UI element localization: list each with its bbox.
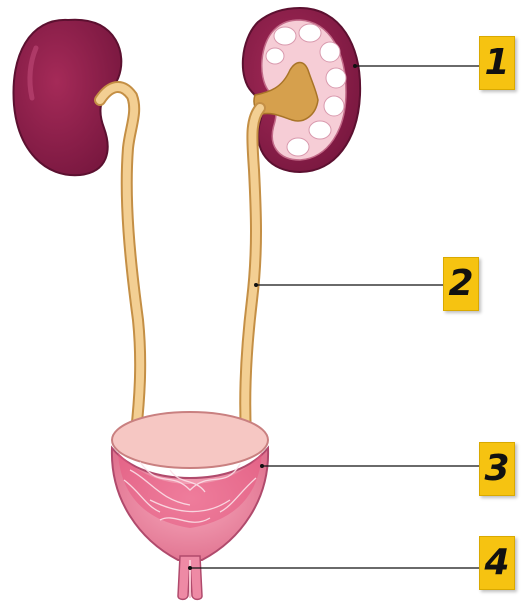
leader-dot-2 <box>254 283 258 287</box>
right-ureter <box>245 108 260 434</box>
label-3: 3 <box>479 442 515 496</box>
label-2: 2 <box>443 257 479 311</box>
urinary-bladder <box>112 412 268 560</box>
label-4-text: 4 <box>484 545 509 581</box>
label-2-text: 2 <box>448 266 473 302</box>
urethra <box>178 556 202 599</box>
label-1: 1 <box>479 36 515 90</box>
label-1-text: 1 <box>484 45 509 81</box>
leader-dot-1 <box>353 64 357 68</box>
leader-dot-4 <box>188 566 192 570</box>
label-4: 4 <box>479 536 515 590</box>
right-kidney-section <box>243 8 360 172</box>
label-3-text: 3 <box>484 451 509 487</box>
leader-dot-3 <box>260 464 264 468</box>
